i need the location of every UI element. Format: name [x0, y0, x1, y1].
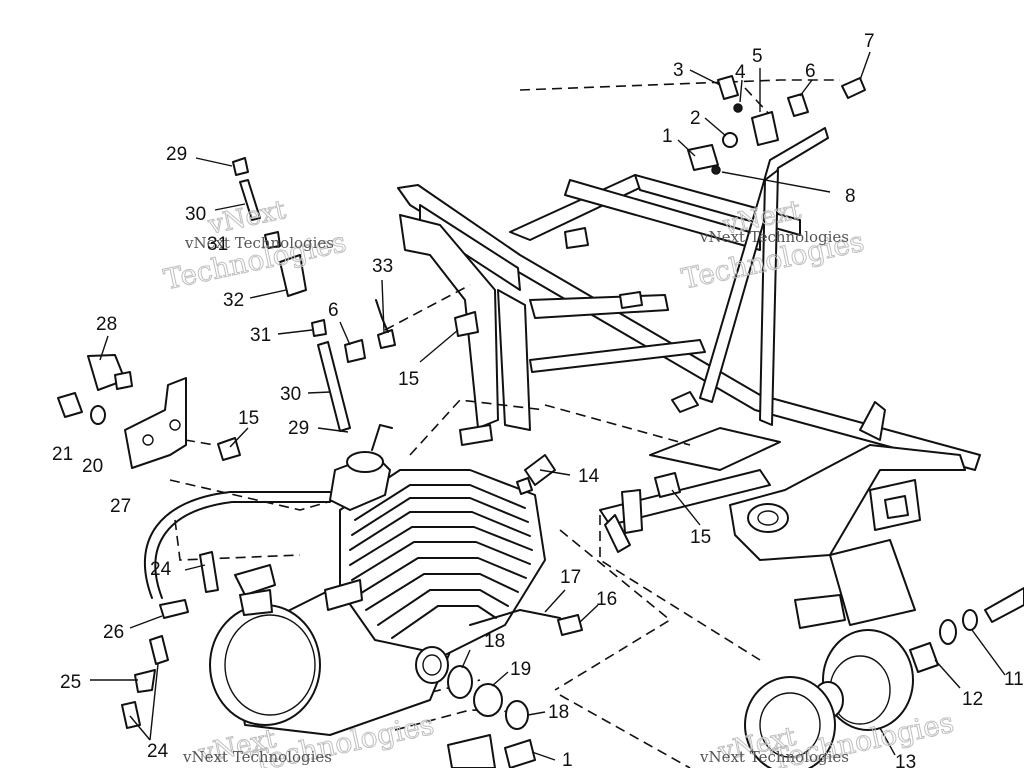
- callout-label: 15: [690, 527, 711, 548]
- callout-label: 32: [223, 290, 244, 311]
- callout-label: 1: [662, 126, 673, 147]
- callout-label: 31: [207, 234, 228, 255]
- callout-label: 21: [52, 444, 73, 465]
- callout-label: 30: [280, 384, 301, 405]
- watermark-caption: vNext Technologies: [182, 748, 332, 766]
- callout-label: 24: [150, 559, 172, 580]
- callout-label: 8: [845, 186, 856, 207]
- watermark-caption: vNext Technologies: [699, 228, 849, 246]
- callout-label: 19: [510, 659, 531, 680]
- callout-label: 12: [962, 689, 983, 710]
- callout-label: 6: [328, 300, 339, 321]
- callout-label: 18: [548, 702, 569, 723]
- callout-label: 7: [864, 31, 875, 52]
- callout-label: 16: [596, 589, 617, 610]
- callout-label: 2: [690, 108, 701, 129]
- watermark-caption: vNext Technologies: [184, 234, 334, 252]
- callout-label: 17: [560, 567, 581, 588]
- leader-lines: [90, 51, 1006, 761]
- callout-label: 11: [1004, 669, 1024, 690]
- callout-label: 27: [110, 496, 131, 517]
- callout-label: 1: [562, 750, 573, 768]
- cylinder-fins: [349, 484, 533, 639]
- callout-label: 20: [82, 456, 103, 477]
- callout-label: 13: [895, 752, 916, 768]
- callout-label: 6: [805, 61, 816, 82]
- callout-label: 25: [60, 672, 81, 693]
- callout-labels: 1 2 3 4 5 6 7 8 29 30 31 32 31 30 29 33 …: [52, 31, 1024, 768]
- callout-label: 31: [250, 325, 271, 346]
- callout-label: 15: [238, 408, 259, 429]
- callout-label: 18: [484, 631, 505, 652]
- frame-assembly: [397, 127, 981, 629]
- callout-label: 28: [96, 314, 117, 335]
- engine-assembly: [209, 424, 546, 736]
- fuel-hoses: [143, 179, 351, 599]
- callout-label: 26: [103, 622, 124, 643]
- callout-label: 4: [735, 62, 746, 83]
- callout-label: 5: [752, 46, 763, 67]
- callout-label: 33: [372, 256, 393, 277]
- callout-label: 29: [288, 418, 309, 439]
- hardware-parts: [57, 75, 1024, 768]
- callout-label: 29: [166, 144, 187, 165]
- callout-label: 24: [147, 741, 169, 762]
- callout-label: 3: [673, 60, 684, 81]
- callout-label: 15: [398, 369, 419, 390]
- watermark-caption: vNext Technologies: [699, 748, 849, 766]
- callout-label: 30: [185, 204, 206, 225]
- callout-label: 14: [578, 466, 600, 487]
